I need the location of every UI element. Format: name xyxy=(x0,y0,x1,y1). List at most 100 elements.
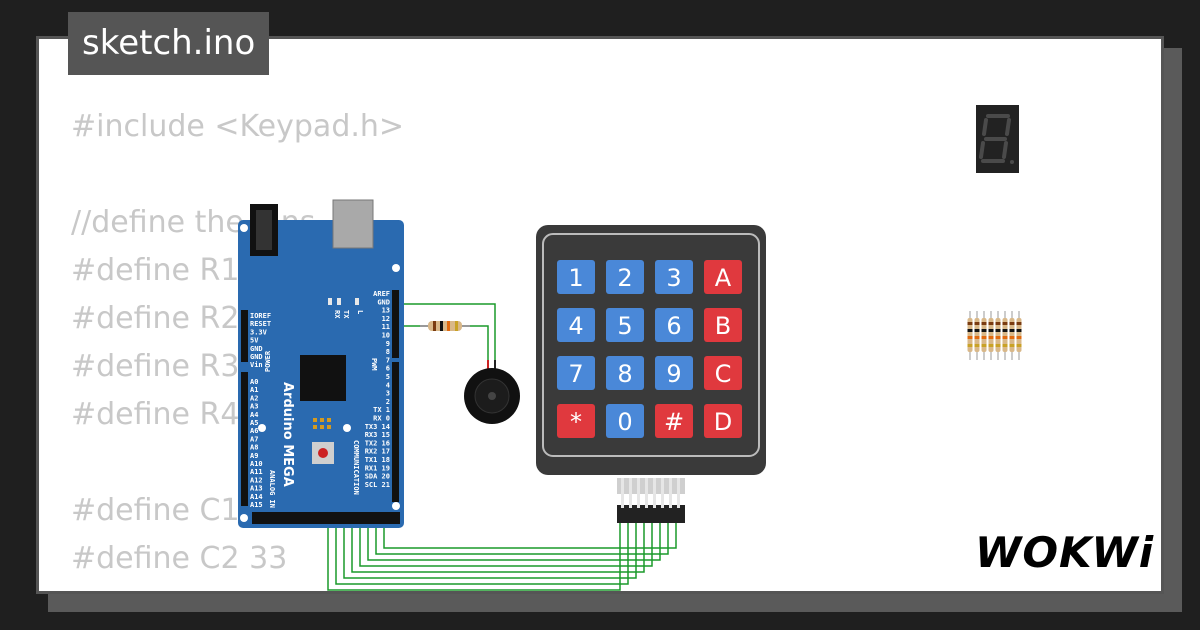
connector-pin[interactable] xyxy=(637,478,640,508)
array-resistor xyxy=(988,311,994,360)
array-resistor xyxy=(967,311,973,360)
pin-label: RX3 15 xyxy=(365,431,390,439)
pin-label: A3 xyxy=(250,403,258,411)
pin-label: A1 xyxy=(250,386,258,394)
keypad-key-label: 0 xyxy=(617,408,632,436)
keypad-key-label: C xyxy=(715,360,732,388)
wokwi-logo: WOKWi xyxy=(975,528,1155,577)
pin-label: A0 xyxy=(250,378,258,386)
keypad-wires xyxy=(327,523,677,591)
keypad-key-A[interactable]: A xyxy=(704,260,742,294)
pin-label: GND xyxy=(250,345,263,353)
buzzer-wires xyxy=(398,303,496,376)
keypad-key-8[interactable]: 8 xyxy=(606,356,644,390)
keypad-connector xyxy=(617,478,685,494)
code-line: #define C2 33 xyxy=(71,541,288,576)
buzzer[interactable] xyxy=(464,368,520,424)
microcontroller-chip xyxy=(300,355,346,401)
keypad-key-2[interactable]: 2 xyxy=(606,260,644,294)
file-tab[interactable]: sketch.ino xyxy=(68,12,270,75)
connector-pin[interactable] xyxy=(621,478,624,508)
pin-label: A4 xyxy=(250,411,258,419)
keypad-key-label: 6 xyxy=(666,312,681,340)
keypad-key-6[interactable]: 6 xyxy=(655,308,693,342)
pin-label: GND xyxy=(250,353,263,361)
connector-pin[interactable] xyxy=(669,478,672,508)
keypad-wire[interactable] xyxy=(327,523,621,591)
keypad-key-0[interactable]: 0 xyxy=(606,404,644,438)
pin-label: 7 xyxy=(386,356,390,364)
pin-label: AREF xyxy=(373,290,390,298)
connector-pin[interactable] xyxy=(645,478,648,508)
keypad-key-label: 2 xyxy=(617,264,632,292)
resistor[interactable] xyxy=(420,321,470,331)
keypad-key-4[interactable]: 4 xyxy=(557,308,595,342)
keypad-key-label: 7 xyxy=(568,360,583,388)
code-preview: #include <Keypad.h>//define the pins#def… xyxy=(71,103,404,591)
keypad-key-label: 1 xyxy=(568,264,583,292)
keypad-key-label: 4 xyxy=(568,312,583,340)
keypad-key-C[interactable]: C xyxy=(704,356,742,390)
pin-label: A6 xyxy=(250,427,258,435)
pin-label: TX3 14 xyxy=(365,423,390,431)
keypad-wire[interactable] xyxy=(367,523,661,561)
resistor-array[interactable] xyxy=(967,311,1022,360)
pin-label: A11 xyxy=(250,468,263,476)
keypad-key-label: 5 xyxy=(617,312,632,340)
communication-label: COMMUNICATION xyxy=(352,440,360,495)
array-resistor xyxy=(981,311,987,360)
pin-label: 3 xyxy=(386,390,390,398)
icsp-header xyxy=(313,418,331,429)
pwm-label: PWM xyxy=(370,358,378,371)
pin-label: 4 xyxy=(386,381,390,389)
keypad-key-9[interactable]: 9 xyxy=(655,356,693,390)
pin-label: TX2 16 xyxy=(365,439,390,447)
pin-label: A12 xyxy=(250,476,263,484)
keypad-key-5[interactable]: 5 xyxy=(606,308,644,342)
keypad-key-1[interactable]: 1 xyxy=(557,260,595,294)
tx-led-label: TX xyxy=(342,310,350,319)
pin-label: A10 xyxy=(250,460,263,468)
keypad-wire[interactable] xyxy=(343,523,637,579)
pin-label: Vin xyxy=(250,361,263,369)
connector-pin[interactable] xyxy=(661,478,664,508)
pin-label: SDA 20 xyxy=(365,473,390,481)
seven-segment-display[interactable] xyxy=(976,105,1019,173)
keypad-key-D[interactable]: D xyxy=(704,404,742,438)
keypad-key-label: B xyxy=(715,312,731,340)
pin-label: A7 xyxy=(250,435,258,443)
connector-pin[interactable] xyxy=(653,478,656,508)
keypad-key-7[interactable]: 7 xyxy=(557,356,595,390)
analog-in-label: ANALOG IN xyxy=(268,470,276,508)
pin-label: A13 xyxy=(250,485,263,493)
pin-label: 8 xyxy=(386,348,390,356)
keypad-key-label: # xyxy=(664,408,684,436)
pin-label: 5 xyxy=(386,373,390,381)
keypad-key-#[interactable]: # xyxy=(655,404,693,438)
keypad-wire[interactable] xyxy=(383,523,677,549)
pin-label: 13 xyxy=(382,307,390,315)
keypad-key-B[interactable]: B xyxy=(704,308,742,342)
array-resistor xyxy=(1002,311,1008,360)
code-line: #define R3 xyxy=(71,349,240,384)
keypad-wire[interactable] xyxy=(375,523,669,555)
keypad-key-label: 3 xyxy=(666,264,681,292)
code-line: #define R1 xyxy=(71,253,240,288)
connector-pin[interactable] xyxy=(629,478,632,508)
keypad-key-label: 9 xyxy=(666,360,681,388)
keypad-wire[interactable] xyxy=(359,523,653,567)
code-line: #define R4 xyxy=(71,397,240,432)
code-line: #define C1 xyxy=(71,493,240,528)
pin-label: A15 xyxy=(250,501,263,509)
pin-label: 5V xyxy=(250,337,259,345)
connector-pin[interactable] xyxy=(677,478,680,508)
pin-label: RX1 19 xyxy=(365,464,390,472)
usb-connector xyxy=(332,199,374,249)
array-resistor xyxy=(995,311,1001,360)
pin-label: 2 xyxy=(386,398,390,406)
keypad-key-*[interactable]: * xyxy=(557,404,595,438)
keypad-key-3[interactable]: 3 xyxy=(655,260,693,294)
rx-led-label: RX xyxy=(333,310,341,319)
